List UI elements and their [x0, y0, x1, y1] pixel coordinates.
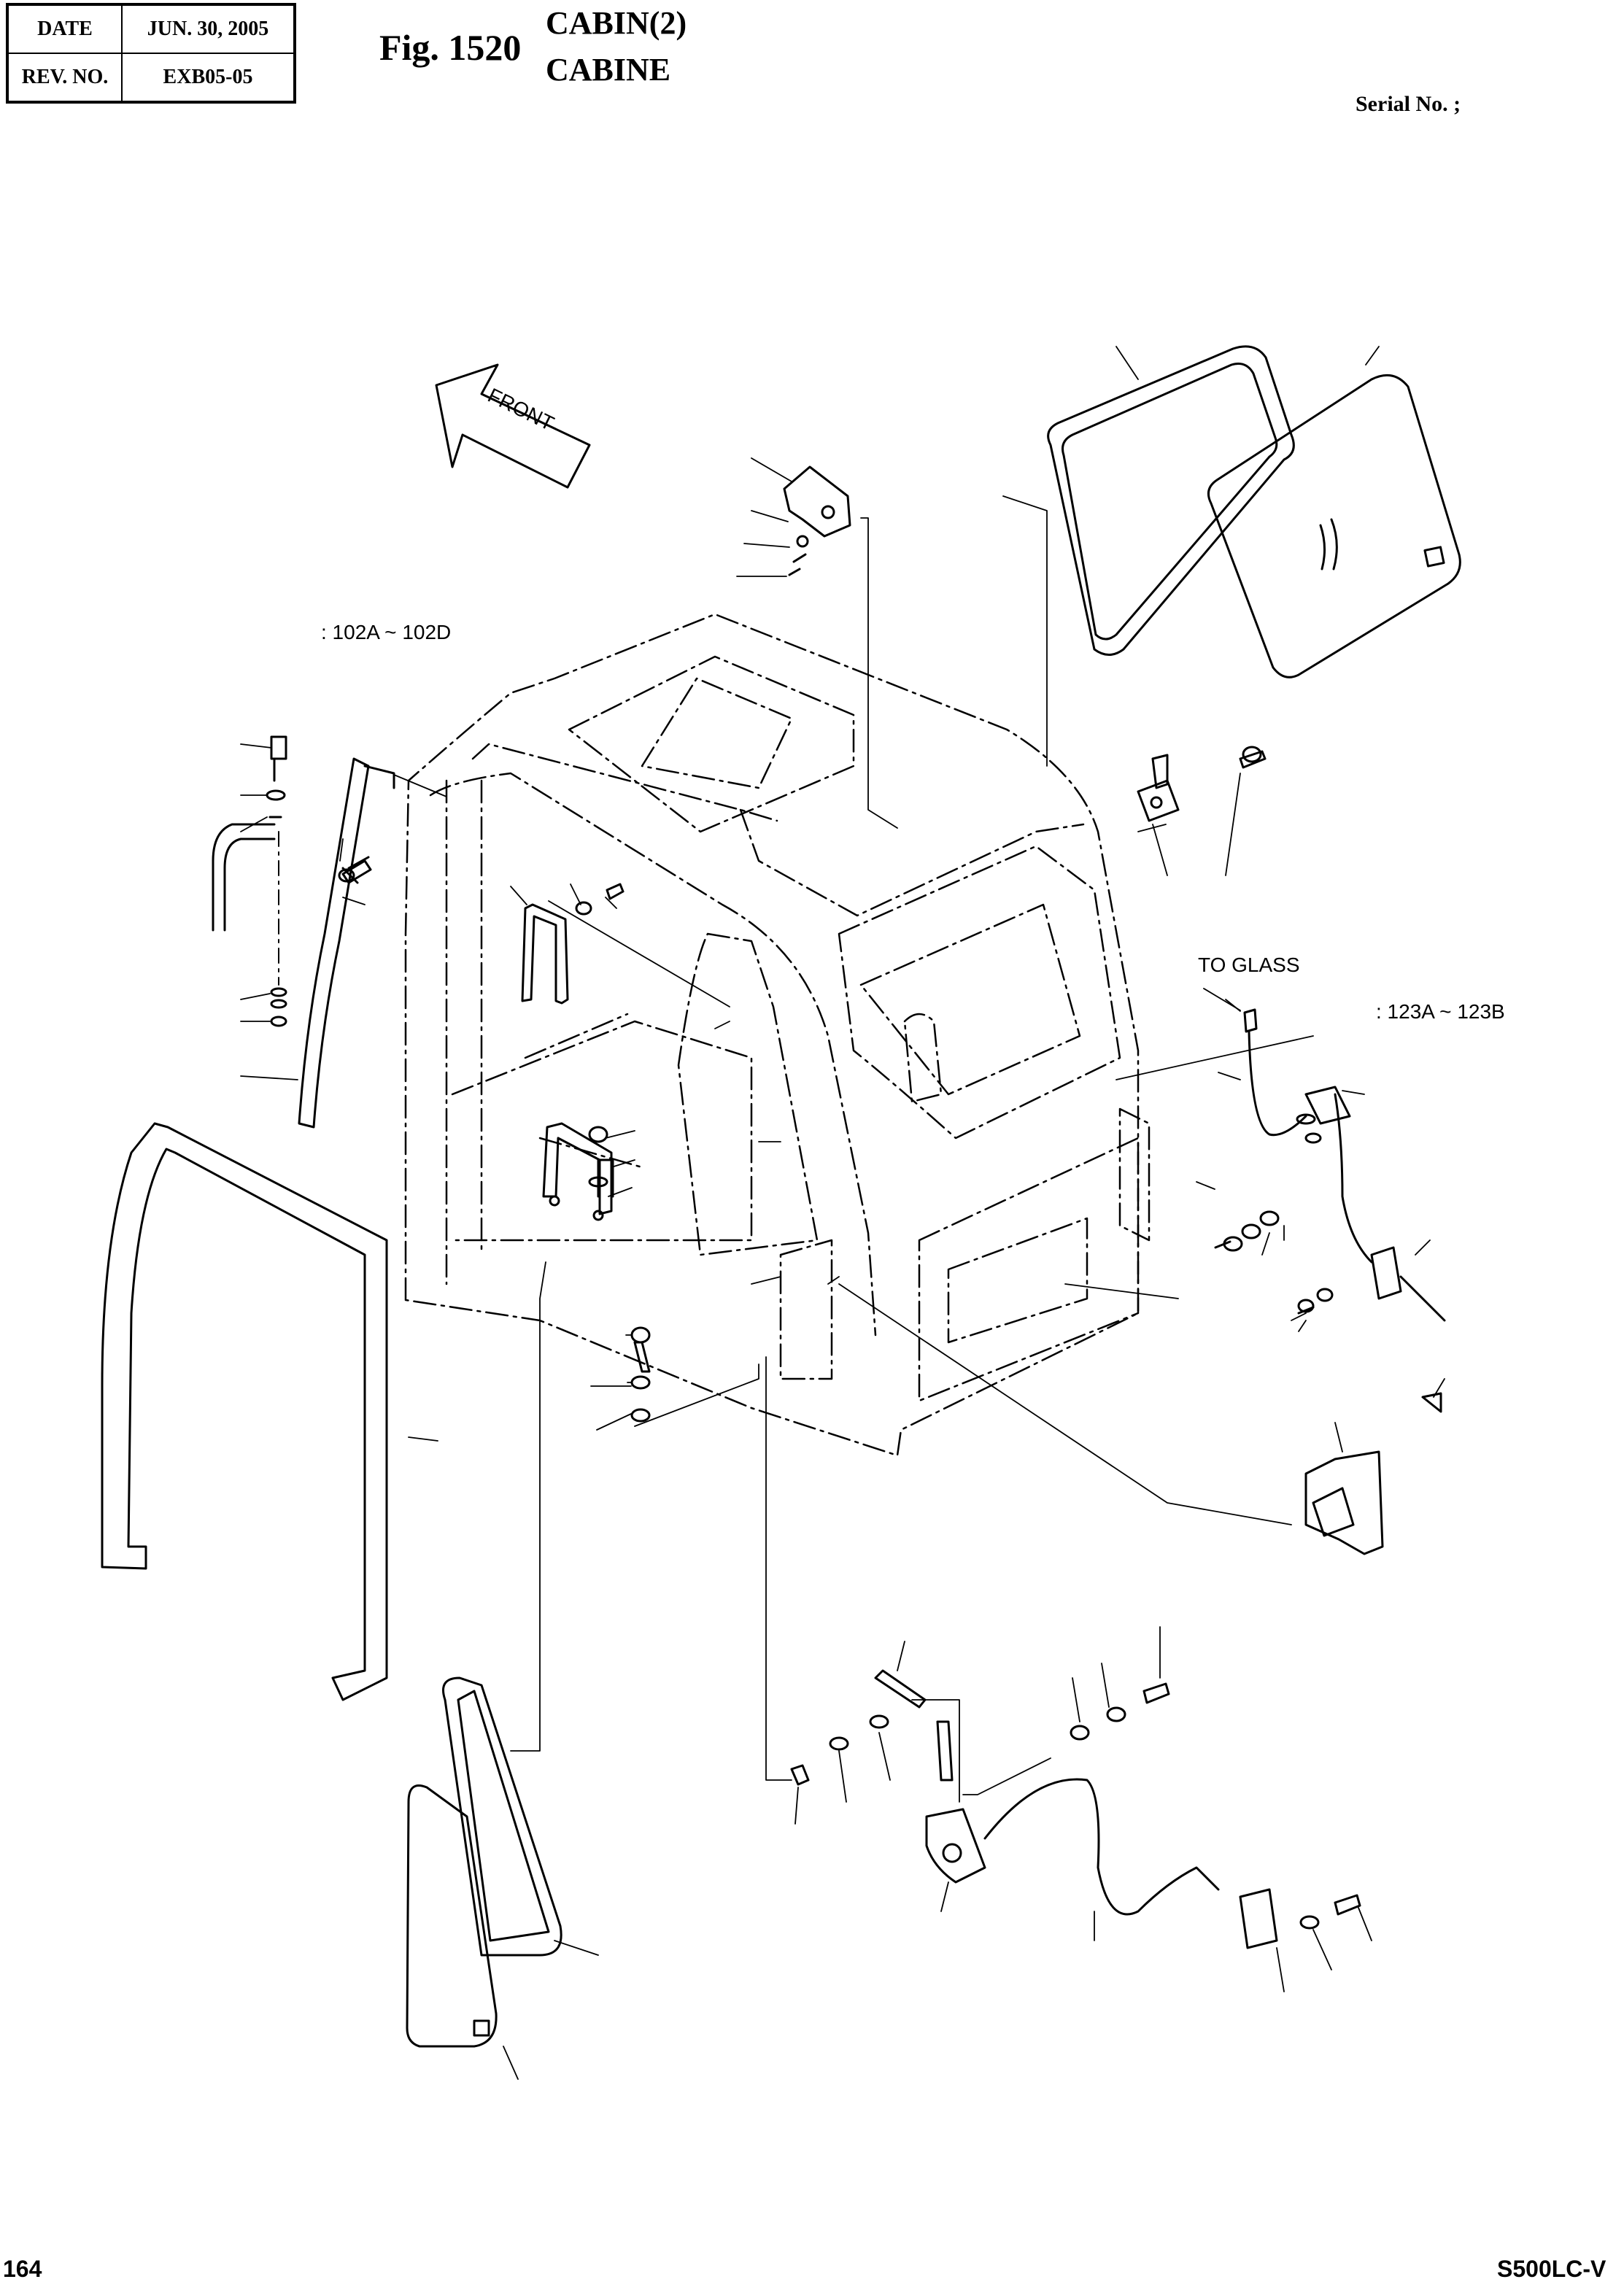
- rear-window-glass: [1207, 374, 1461, 678]
- front-arrow-icon: [435, 363, 591, 489]
- grab-handle-upper: [521, 903, 569, 1005]
- serial-number: Serial No. ;: [1356, 92, 1461, 116]
- figure-title-en: CABIN(2): [546, 5, 687, 41]
- roof-bracket-part: [783, 465, 851, 576]
- glass-wire-harness: [1243, 1008, 1446, 1322]
- to-glass-label: TO GLASS: [1198, 953, 1300, 976]
- rev-value: EXB05-05: [121, 53, 295, 103]
- rear-washers: [1214, 1210, 1334, 1315]
- front-label: FRONT: [484, 384, 557, 435]
- date-label: DATE: [7, 4, 123, 54]
- rear-lever-bracket: [1304, 1392, 1442, 1555]
- date-value: JUN. 30, 2005: [121, 4, 295, 54]
- lower-window-glass: [406, 1784, 498, 2048]
- figure-number: Fig. 1520: [379, 27, 522, 68]
- grab-handle-lower: [542, 1122, 613, 1221]
- pillar-rod-part: [298, 757, 395, 1129]
- figure-title-fr: CABINE: [546, 52, 671, 88]
- lower-window-seal: [442, 1676, 562, 1957]
- leader-lines: [240, 346, 1445, 2080]
- revision-table: DATE JUN. 30, 2005 REV. NO. EXB05-05: [6, 3, 296, 104]
- range-123-label: : 123A ~ 123B: [1376, 1000, 1505, 1023]
- left-handrail-part: [212, 735, 287, 1027]
- range-102-label: : 102A ~ 102D: [321, 621, 451, 643]
- to-glass-leader: [1225, 999, 1241, 1012]
- front-window-seal: [101, 1122, 388, 1701]
- rev-label: REV. NO.: [7, 53, 123, 103]
- lower-lever-assembly: [790, 1669, 1361, 1949]
- fastener-bolts: [338, 746, 1267, 1423]
- rear-window-seal: [1047, 345, 1295, 656]
- model-number: S500LC-V: [1497, 2256, 1606, 2282]
- cabin-body-outline: [404, 613, 1151, 1457]
- door-latch-bracket: [1137, 754, 1180, 822]
- page-number: 164: [3, 2256, 42, 2282]
